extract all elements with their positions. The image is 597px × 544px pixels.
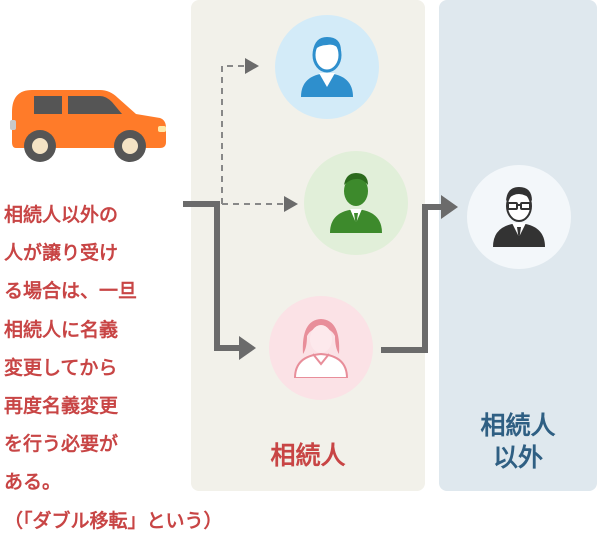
explanation-text: 相続人以外の 人が譲り受け る場合は、一旦 相続人に名義 変更してから 再度名義… xyxy=(4,204,223,532)
heir-person-blue-icon xyxy=(275,15,379,119)
non-heir-person-icon xyxy=(467,165,571,269)
dashed-arrow-to-blue xyxy=(221,65,245,204)
solid-arrow-to-dark xyxy=(381,204,442,353)
solid-arrowhead-dark xyxy=(441,195,458,219)
heir-person-pink-icon xyxy=(269,296,373,400)
heirs-label: 相続人 xyxy=(270,441,346,470)
non-heirs-label: 相続人 以外 xyxy=(480,411,556,472)
solid-arrowhead-pink xyxy=(239,336,256,360)
dashed-arrowhead-blue xyxy=(245,58,259,74)
car-icon xyxy=(10,90,166,162)
solid-arrow-to-pink xyxy=(183,201,241,351)
non-heirs-panel: 相続人 以外 xyxy=(439,0,597,491)
heir-person-green-icon xyxy=(304,151,408,255)
dashed-arrowhead-green xyxy=(284,196,298,212)
